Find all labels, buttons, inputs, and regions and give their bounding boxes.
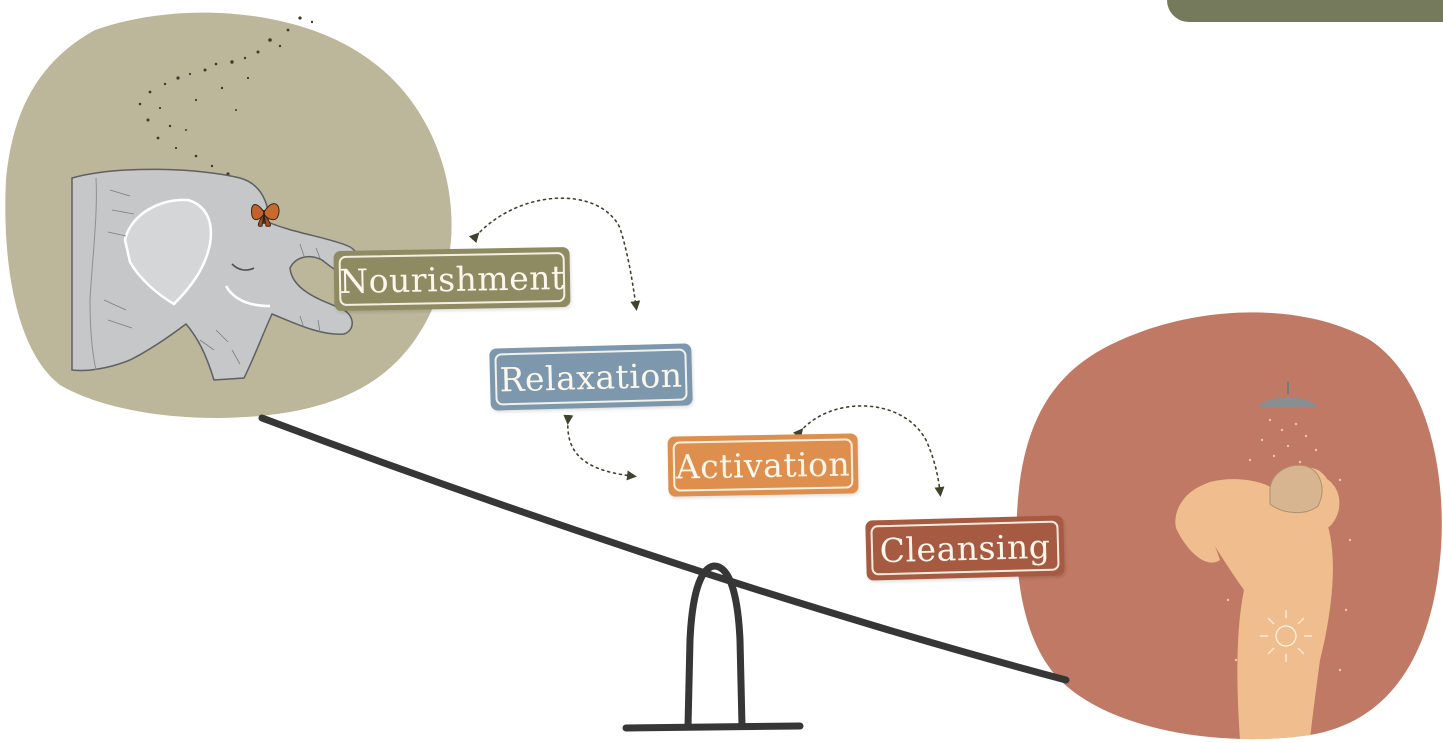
arrow-relaxation-activation xyxy=(563,414,637,481)
label-relaxation: Relaxation xyxy=(489,343,693,411)
arrow-activation-cleansing xyxy=(792,405,945,497)
seesaw-plank xyxy=(258,414,1070,684)
butterfly-icon xyxy=(251,203,280,227)
cycle-arrows xyxy=(468,197,945,497)
label-relaxation-text: Relaxation xyxy=(499,355,683,399)
label-activation: Activation xyxy=(667,433,859,497)
label-nourishment: Nourishment xyxy=(333,246,571,312)
seesaw-fulcrum xyxy=(622,562,804,732)
corner-tab xyxy=(1167,0,1443,22)
elephant-icon xyxy=(71,168,359,381)
label-cleansing: Cleansing xyxy=(865,515,1065,581)
shower-person-icon xyxy=(1175,382,1352,740)
dust-specks xyxy=(138,16,314,194)
arrow-nourishment-relaxation xyxy=(468,197,641,311)
sun-tattoo xyxy=(1260,610,1312,662)
label-activation-text: Activation xyxy=(675,443,851,487)
label-cleansing-text: Cleansing xyxy=(879,526,1051,570)
label-nourishment-text: Nourishment xyxy=(338,257,565,301)
